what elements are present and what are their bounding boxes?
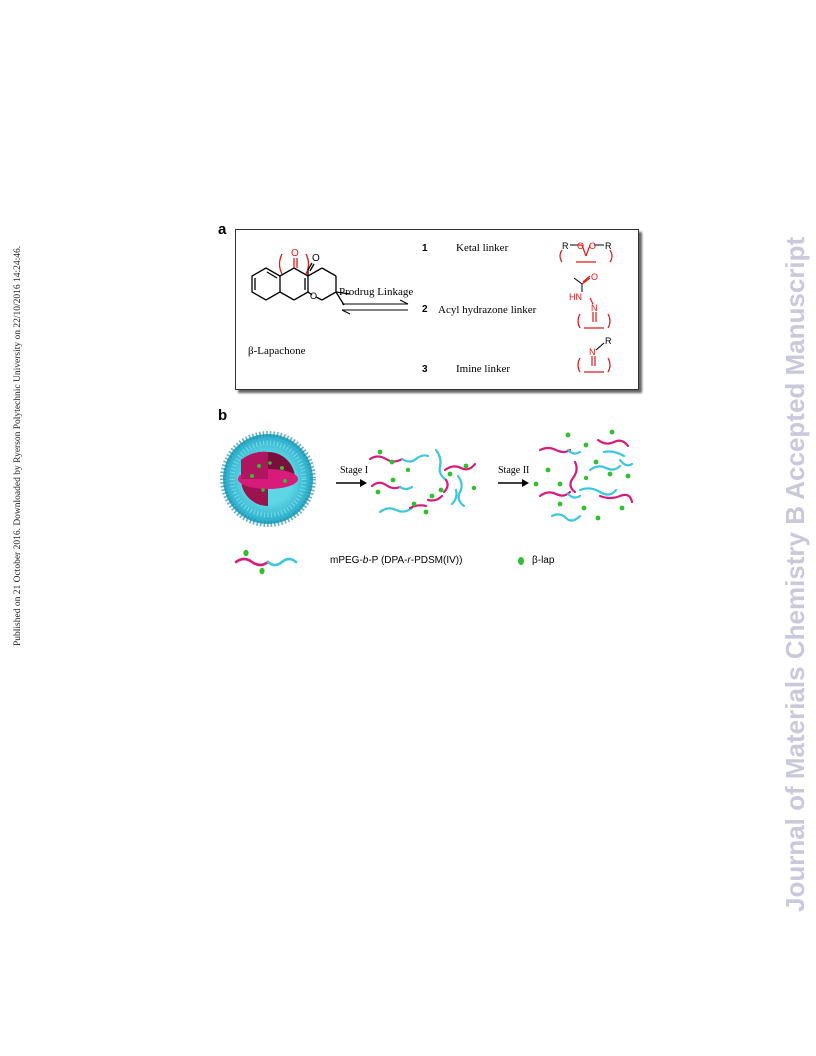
imine-r: R [605, 336, 612, 346]
legend-drug-icon [518, 557, 524, 565]
imine-n: N [589, 347, 596, 357]
ring-o: O [310, 291, 317, 301]
linker-2-number: 2 [422, 304, 428, 315]
panel-a-box: O O O β-Lapachone Prodrug Linkage 1 Keta… [235, 229, 639, 390]
stage-1-label: Stage I [340, 465, 369, 476]
ketal-r-right: R [605, 241, 612, 251]
hydrazone-n: N [591, 303, 598, 313]
linker-3-number: 3 [422, 364, 428, 375]
linker-3-name: Imine linker [456, 363, 511, 375]
linker-2-name: Acyl hydrazone linker [438, 304, 537, 316]
ketal-o-right: O [589, 241, 596, 251]
equilibrium-arrows [341, 299, 409, 315]
linker-1-name: Ketal linker [456, 242, 509, 254]
ketal-structure: R O O R [559, 241, 613, 263]
carbonyl-o-2: O [312, 253, 320, 264]
linker-1-number: 1 [422, 243, 428, 254]
molecule-name: β-Lapachone [248, 345, 306, 357]
hydrazone-hn: HN [569, 292, 582, 302]
stage-2-label: Stage II [498, 465, 530, 476]
legend-polymer-label: mPEG-b-P (DPA-r-PDSM(IV)) [330, 555, 463, 566]
legend-drug-label: β-lap [532, 555, 555, 566]
lapachone-structure: O O O [251, 248, 351, 306]
imine-structure: R N [577, 336, 612, 373]
hydrazone-structure: O HN N [569, 272, 611, 329]
ketal-o-left: O [577, 241, 584, 251]
arrow-label: Prodrug Linkage [339, 286, 414, 298]
carbonyl-o-1: O [291, 248, 299, 259]
panel-a-letter: a [218, 221, 227, 238]
ketal-r-left: R [562, 241, 569, 251]
panel-b-letter: b [218, 407, 228, 424]
hydrazone-o: O [591, 272, 598, 282]
